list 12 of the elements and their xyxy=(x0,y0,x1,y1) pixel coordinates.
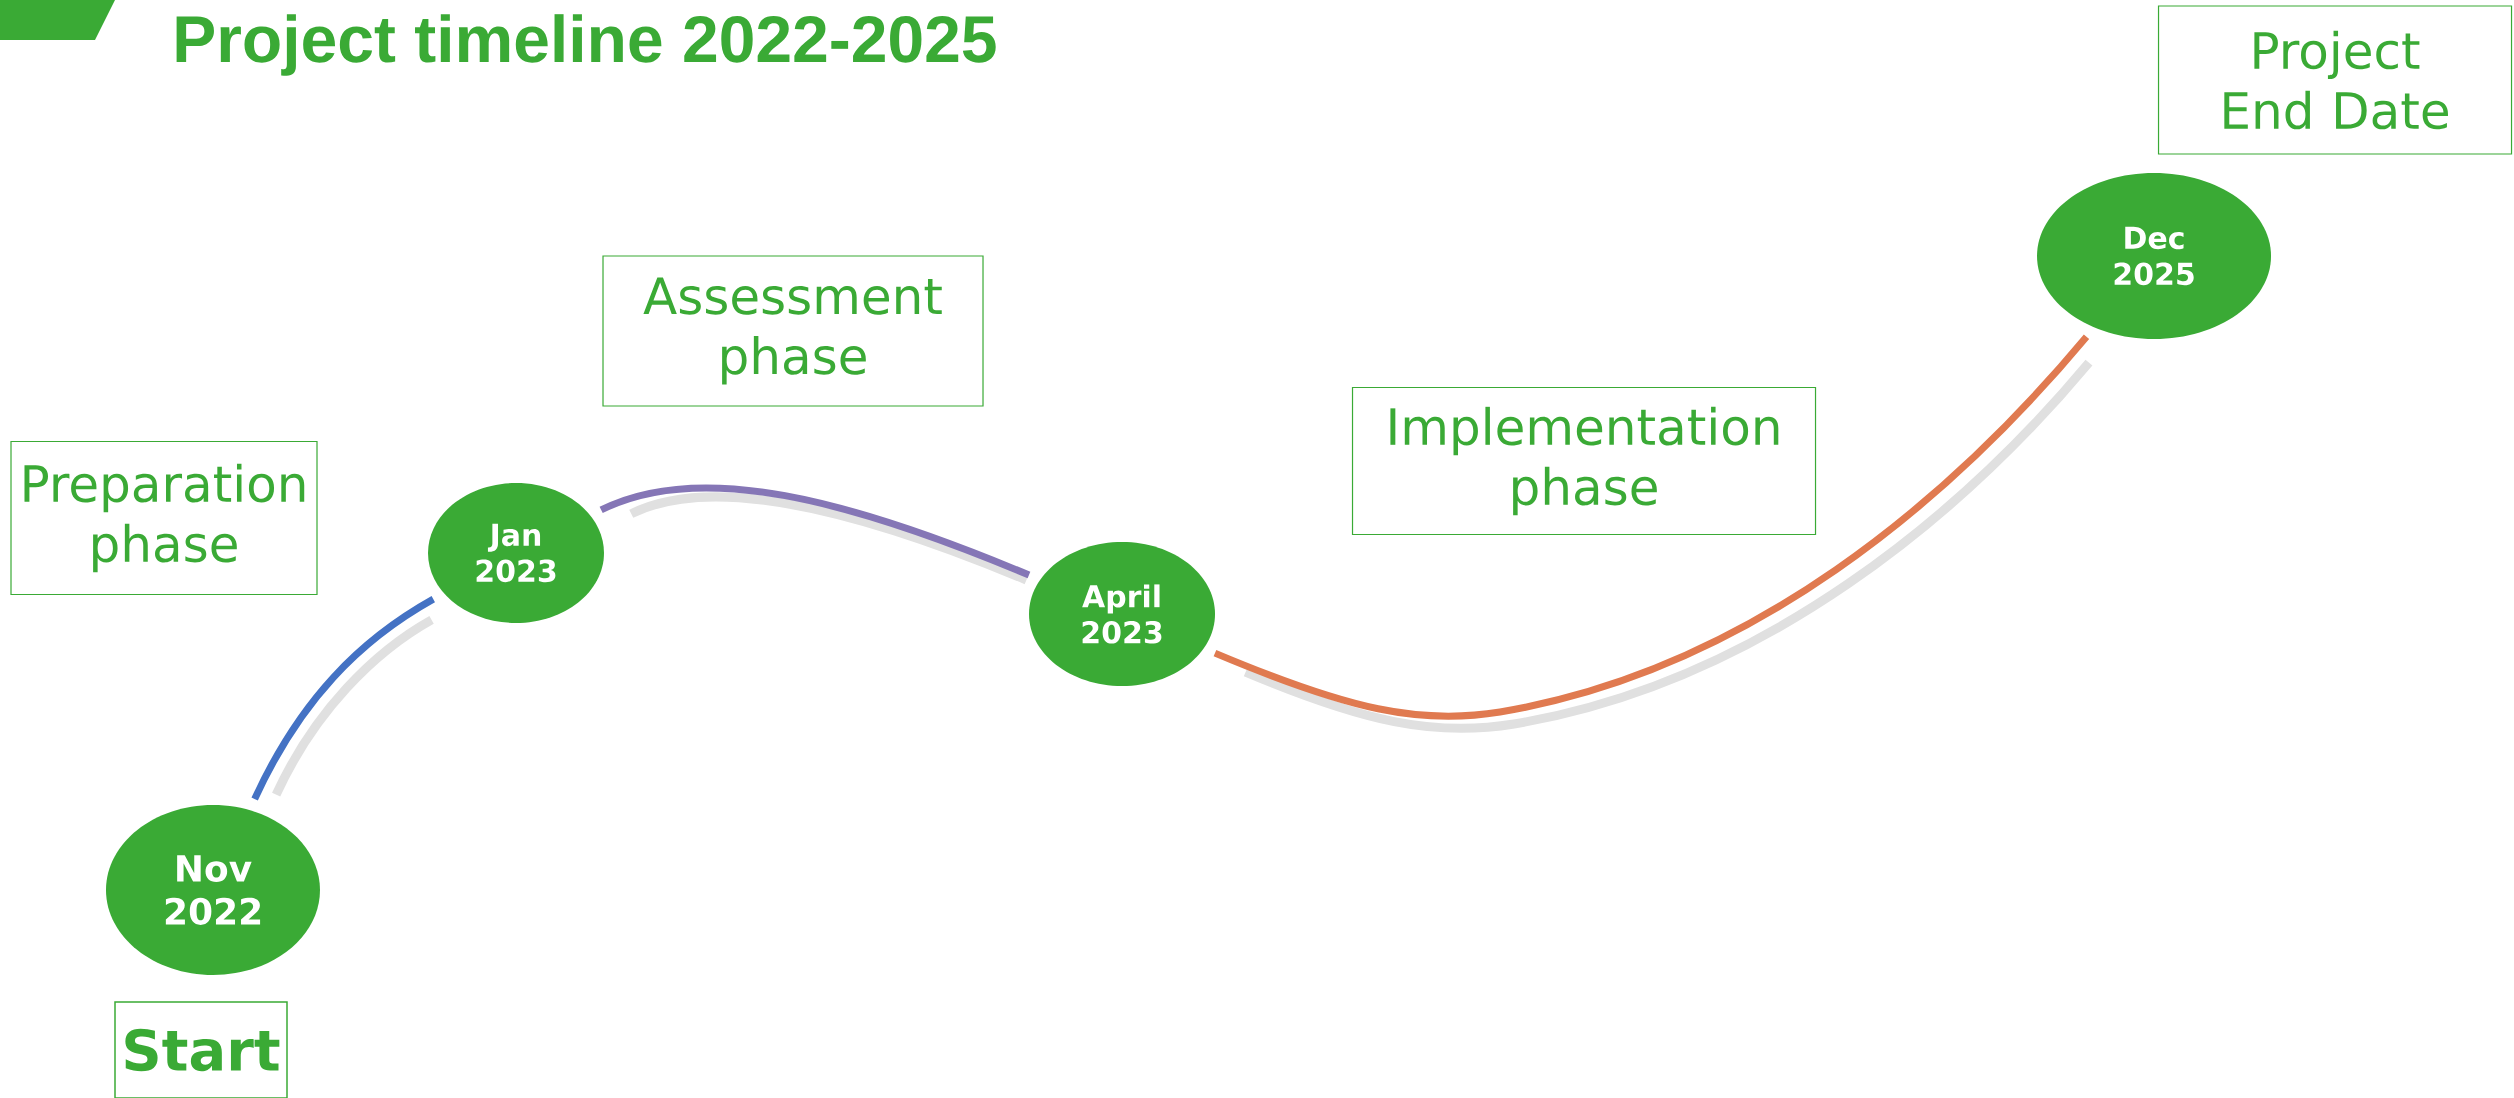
date-oval: Jan 2023 xyxy=(428,483,604,623)
date-oval: Nov 2022 xyxy=(106,805,320,975)
date-oval: Dec 2025 xyxy=(2037,173,2271,339)
date-oval: April 2023 xyxy=(1029,542,1215,686)
timeline-curve xyxy=(251,596,436,801)
label-box: Assessment phase xyxy=(602,255,984,407)
timeline-curve xyxy=(599,484,1031,579)
label-box: Project End Date xyxy=(2157,5,2513,155)
label-box: Implementation phase xyxy=(1351,386,1817,536)
label-box: Start xyxy=(114,1001,288,1098)
title: Project timeline 2022-2025 xyxy=(176,14,996,76)
label-box: Preparation phase xyxy=(10,440,318,596)
